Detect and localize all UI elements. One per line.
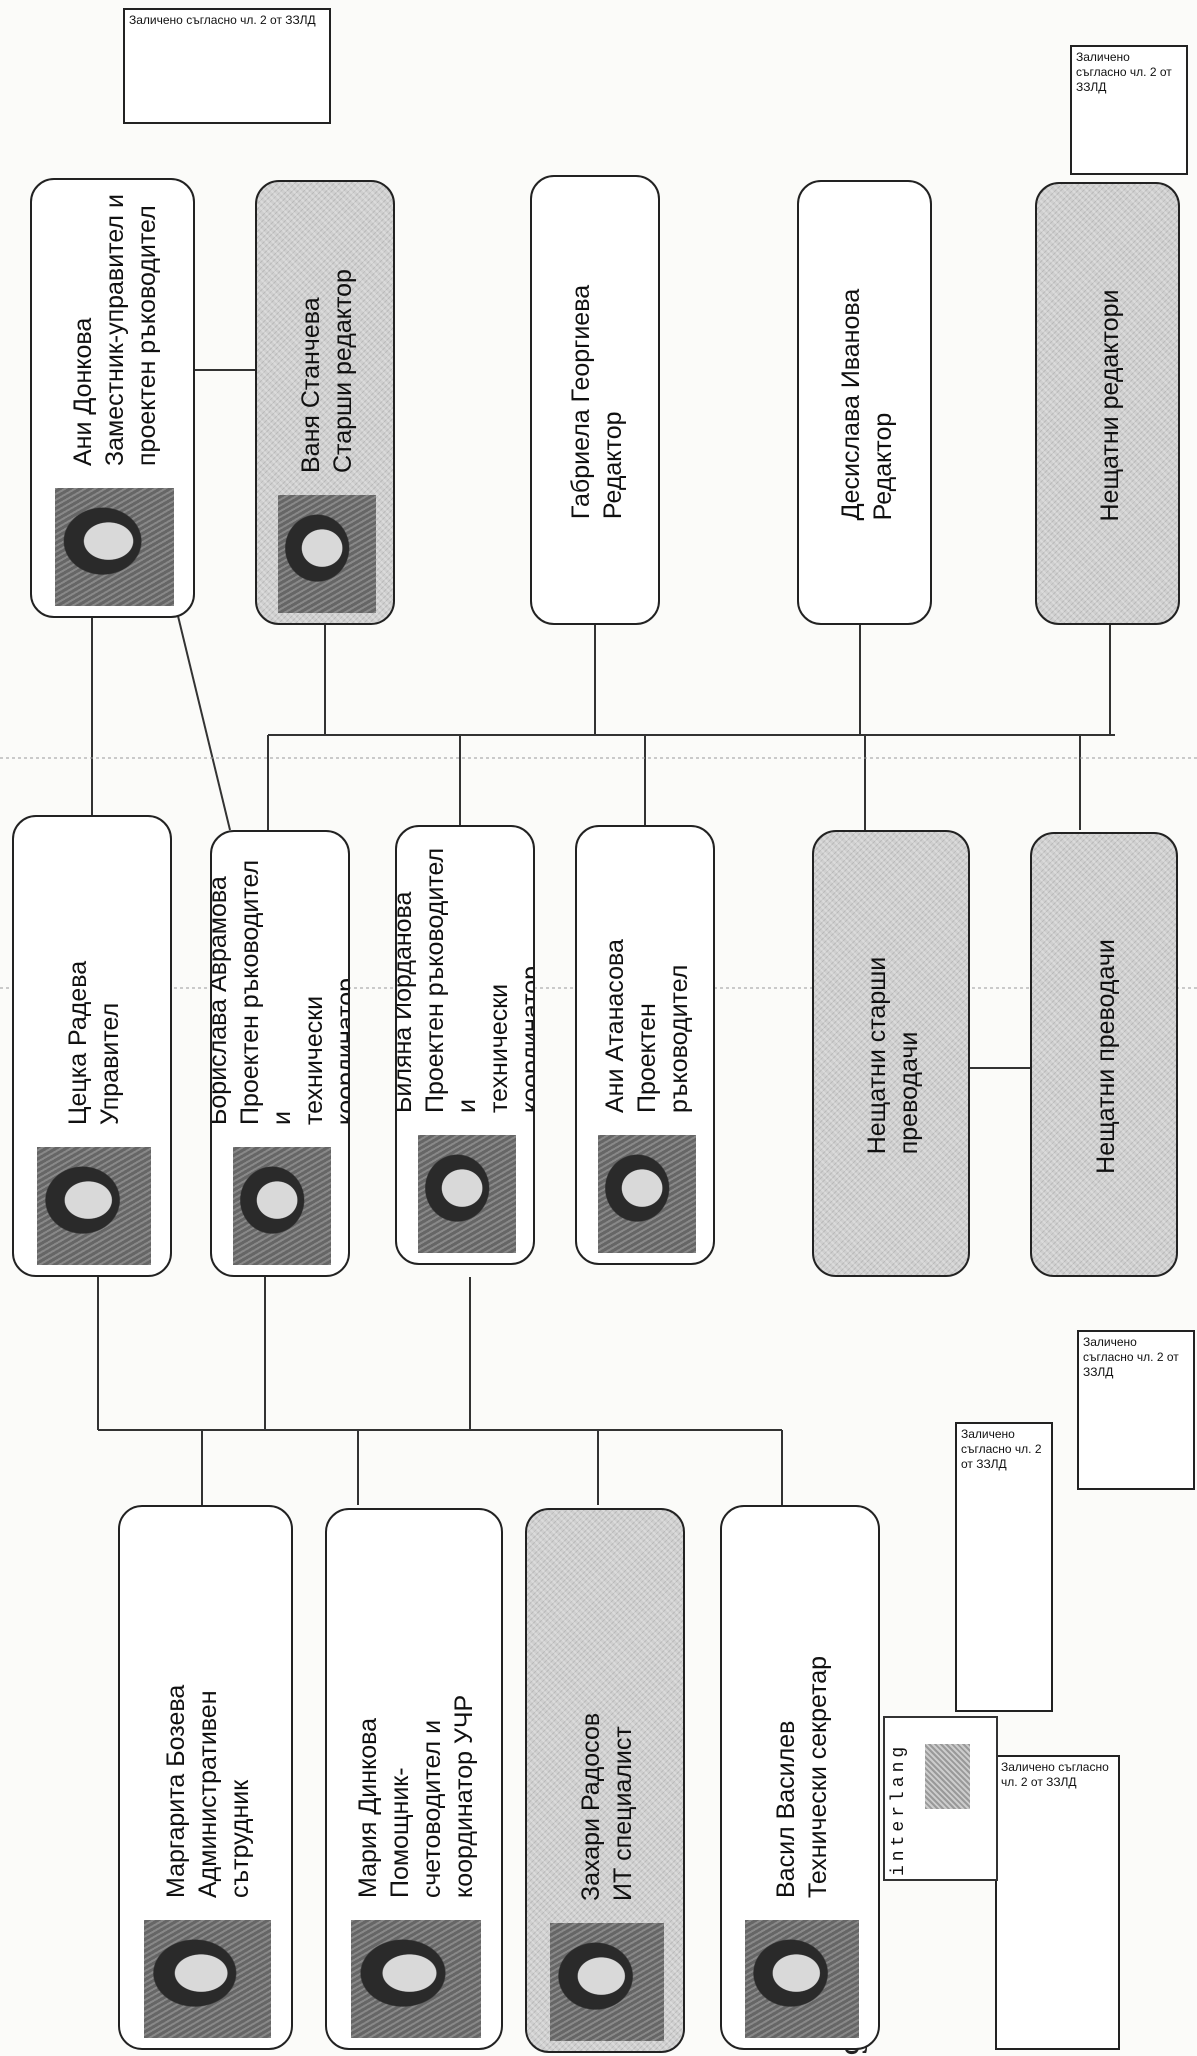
- card-text-borislava-avramova: Борислава Аврамова Проектен ръководител …: [210, 859, 350, 1125]
- redaction-note-right-mid: Заличено съгласно чл. 2 от ЗЗЛД: [1077, 1330, 1195, 1490]
- card-margarita-bozeva: Маргарита Бозева Административен сътрудн…: [118, 1505, 293, 2050]
- photo-vasil-vasilev: [744, 1920, 860, 2038]
- card-tsetska-radeva: Цецка Радева Управител: [12, 815, 172, 1277]
- card-text-bilyana-yordanova: Биляна Йорданова Проектен ръководител и …: [395, 847, 535, 1113]
- photo-margarita-bozeva: [143, 1920, 272, 2038]
- redaction-note-right-low: Заличено съгласно чл. 2 от ЗЗЛД: [955, 1422, 1053, 1712]
- card-vanya-stancheva: Ваня Станчева Старши редактор: [255, 180, 395, 625]
- card-freelance-editors: Нещатни редактори: [1035, 182, 1180, 625]
- photo-ani-donkova: [55, 488, 174, 606]
- card-vasil-vasilev: Васил Василев Технически секретар: [720, 1505, 880, 2050]
- photo-borislava-avramova: [232, 1147, 332, 1265]
- logo-text: interlang: [889, 1742, 909, 1876]
- card-text-gabriela-georgieva: Габриела Георгиева Редактор: [567, 284, 627, 520]
- card-ani-donkova: Ани Донкова Заместник-управител и проект…: [30, 178, 195, 618]
- card-text-ani-atanasova: Ани Атанасова Проектен ръководител: [601, 939, 693, 1113]
- redaction-note-top-right: Заличено съгласно чл. 2 от ЗЗЛД: [1070, 45, 1188, 175]
- card-text-margarita-bozeva: Маргарита Бозева Административен сътрудн…: [161, 1684, 254, 1898]
- photo-bilyana-yordanova: [417, 1135, 517, 1253]
- photo-ani-atanasova: [597, 1135, 697, 1253]
- card-ani-atanasova: Ани Атанасова Проектен ръководител: [575, 825, 715, 1265]
- card-text-senior-translators: Нещатни старши преводачи: [863, 956, 923, 1155]
- card-zahari-radosov: Захари Радосов ИТ специалист: [525, 1508, 685, 2053]
- photo-vanya-stancheva: [277, 495, 377, 613]
- card-text-zahari-radosov: Захари Радосов ИТ специалист: [577, 1712, 637, 1901]
- interlang-logo: interlang: [883, 1716, 998, 1881]
- card-bilyana-yordanova: Биляна Йорданова Проектен ръководител и …: [395, 825, 535, 1265]
- photo-zahari-radosov: [549, 1923, 665, 2041]
- card-text-ani-donkova: Ани Донкова Заместник-управител и проект…: [68, 194, 161, 466]
- card-text-freelance-editors: Нещатни редактори: [1095, 289, 1124, 522]
- card-borislava-avramova: Борислава Аврамова Проектен ръководител …: [210, 830, 350, 1277]
- card-text-translators: Нещатни преводачи: [1092, 939, 1120, 1174]
- card-text-vasil-vasilev: Васил Василев Технически секретар: [772, 1655, 832, 1898]
- photo-tsetska-radeva: [36, 1147, 152, 1265]
- card-senior-translators: Нещатни старши преводачи: [812, 830, 970, 1277]
- redaction-note-bottom-right: Заличено съгласно чл. 2 от ЗЗЛД: [995, 1755, 1120, 2050]
- card-text-tsetska-radeva: Цецка Радева Управител: [64, 960, 124, 1125]
- card-text-maria-dinkova: Мария Динкова Помощник- счетоводител и к…: [354, 1694, 478, 1898]
- card-desislava-ivanova: Десислава Иванова Редактор: [797, 180, 932, 625]
- photo-maria-dinkova: [351, 1920, 481, 2038]
- card-text-desislava-ivanova: Десислава Иванова Редактор: [836, 288, 897, 521]
- card-gabriela-georgieva: Габриела Георгиева Редактор: [530, 175, 660, 625]
- card-maria-dinkova: Мария Динкова Помощник- счетоводител и к…: [325, 1508, 503, 2050]
- logo-image: [925, 1744, 970, 1809]
- card-text-vanya-stancheva: Ваня Станчева Старши редактор: [297, 269, 357, 473]
- card-translators: Нещатни преводачи: [1030, 832, 1178, 1277]
- redaction-note-top-left: Заличено съгласно чл. 2 от ЗЗЛД: [123, 8, 331, 124]
